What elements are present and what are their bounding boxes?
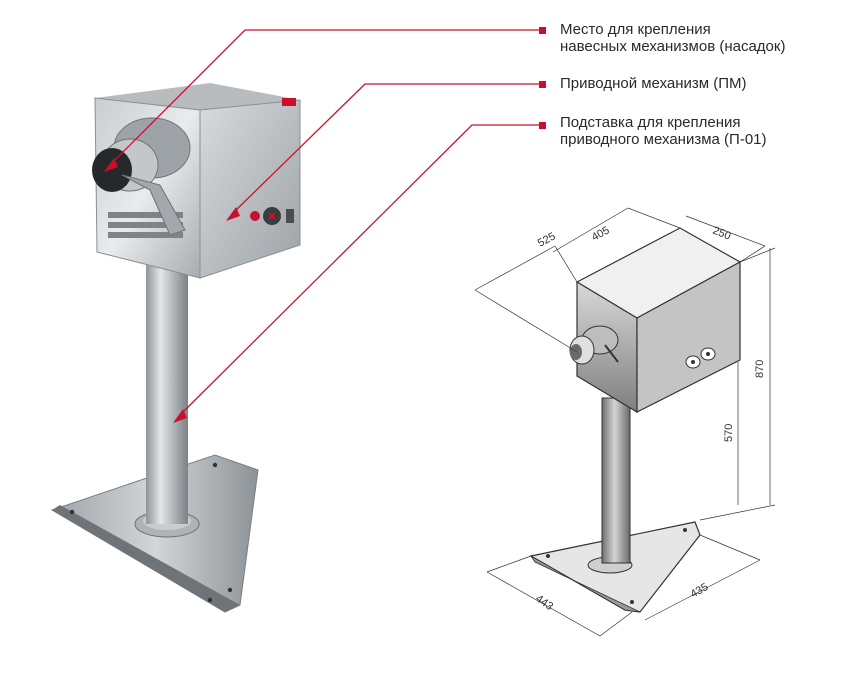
drive-housing-side bbox=[199, 99, 301, 279]
dim-base-side-2: 435 bbox=[689, 581, 711, 601]
control-panel bbox=[250, 207, 294, 225]
dimension-lines bbox=[474, 207, 776, 637]
dim-box-length: 405 bbox=[590, 224, 612, 243]
brand-plate bbox=[282, 98, 296, 106]
attachment-port bbox=[92, 117, 191, 236]
dim-length: 525 bbox=[536, 230, 558, 249]
leader-stand bbox=[179, 124, 545, 416]
callout-drive-mechanism: Приводной механизм (ПМ) bbox=[560, 75, 747, 92]
leader-drive bbox=[232, 83, 545, 214]
callout-attachment-mount: Место для крепления навесных механизмов … bbox=[560, 21, 785, 55]
callout-leaders bbox=[109, 29, 545, 416]
callout-bullet-1 bbox=[539, 27, 546, 34]
drawing-attachment-port bbox=[569, 325, 619, 365]
leader-attachment bbox=[109, 29, 545, 166]
callout-stand-line2: приводного механизма (П-01) bbox=[560, 131, 767, 148]
callout-drive-line1: Приводной механизм (ПМ) bbox=[560, 75, 747, 92]
drawing-housing-side bbox=[636, 260, 741, 413]
support-column bbox=[146, 262, 188, 524]
drive-unit-photo bbox=[50, 83, 301, 613]
callout-stand: Подставка для крепления приводного механ… bbox=[560, 114, 767, 148]
callout-attachment-line2: навесных механизмов (насадок) bbox=[560, 38, 786, 55]
dim-height-stand: 570 bbox=[723, 424, 735, 442]
drawing-column bbox=[601, 397, 631, 564]
dimension-drawing: 525 405 250 870 570 443 435 bbox=[474, 207, 776, 637]
dim-height-total: 870 bbox=[754, 360, 766, 378]
drawing-side-coupling bbox=[685, 347, 716, 369]
dim-width: 250 bbox=[711, 225, 733, 243]
leader-arrowheads bbox=[104, 158, 240, 423]
callout-attachment-line1: Место для крепления bbox=[560, 21, 711, 38]
callout-stand-line1: Подставка для крепления bbox=[560, 114, 741, 131]
drive-housing-top bbox=[95, 83, 300, 110]
vent-slots bbox=[108, 212, 183, 238]
callout-bullet-2 bbox=[539, 81, 546, 88]
dim-base-side-1: 443 bbox=[533, 593, 555, 613]
callout-bullet-3 bbox=[539, 122, 546, 129]
